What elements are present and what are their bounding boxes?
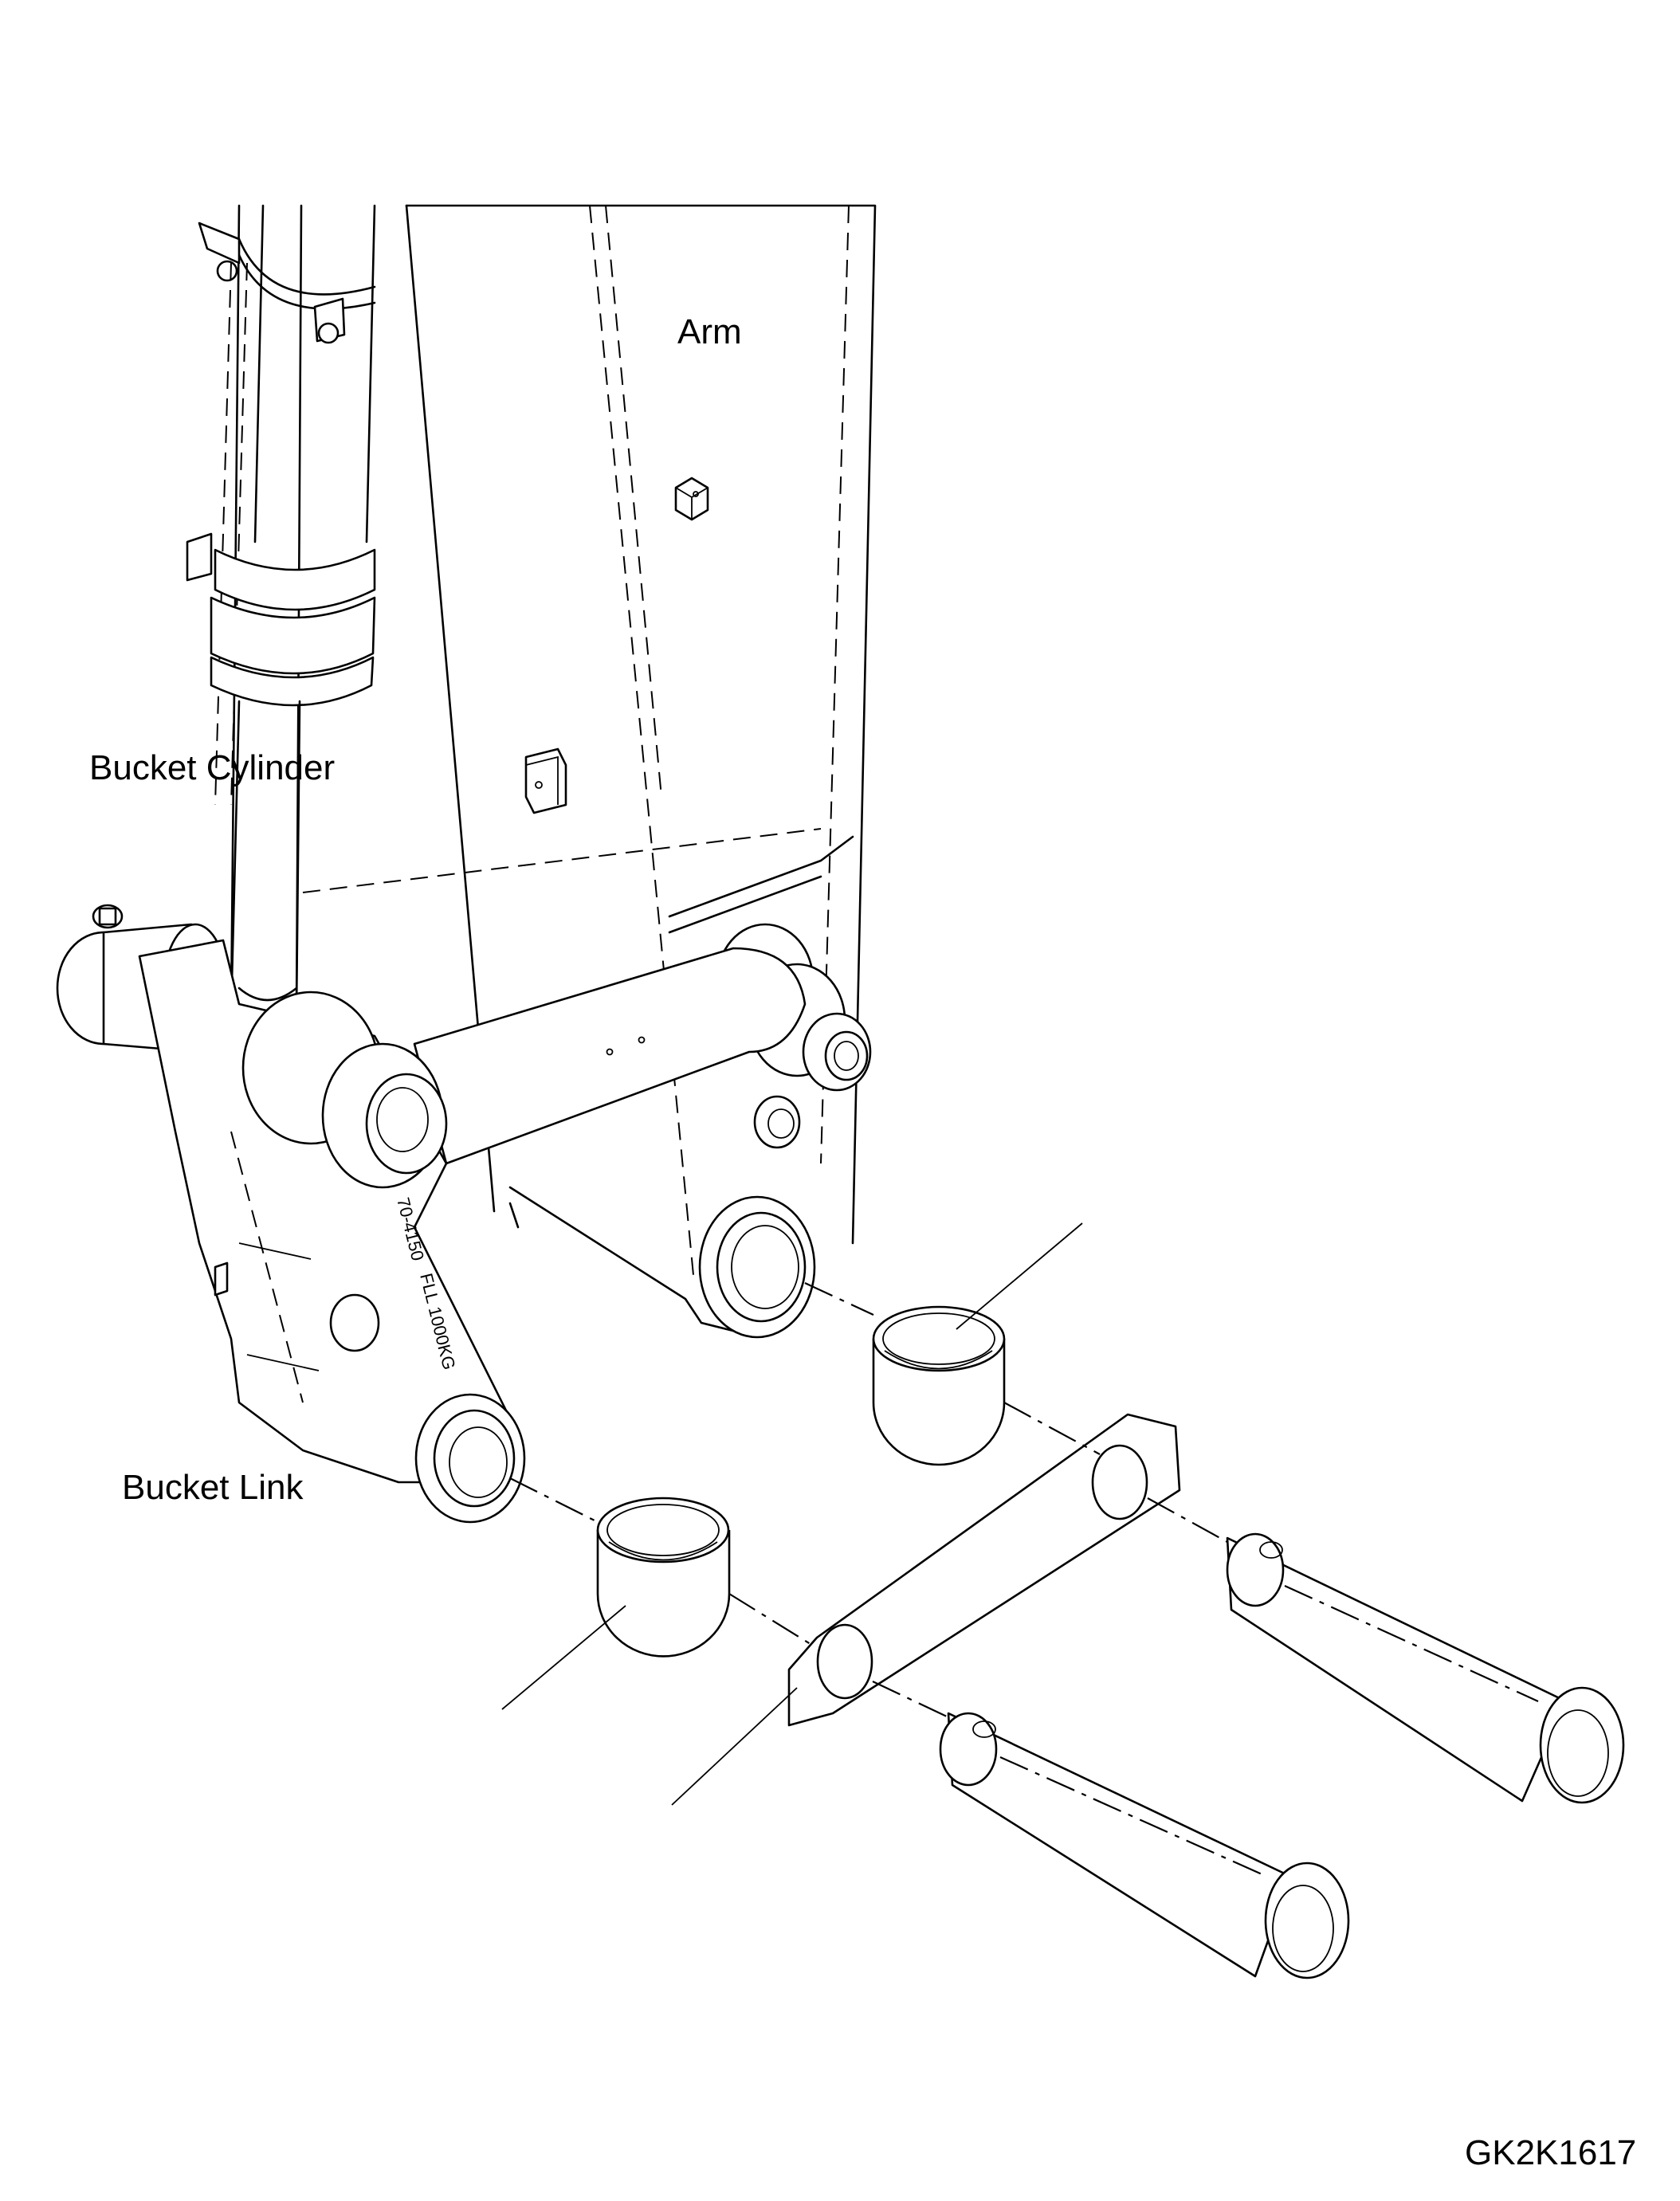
bucket-link-assembly <box>56 904 807 1524</box>
callout-leaders <box>501 1222 1083 1806</box>
arm-boss-upper <box>674 477 709 521</box>
bushing-lower <box>596 1497 731 1658</box>
arm-small-boss <box>753 1095 801 1149</box>
pin-upper <box>1226 1532 1625 1804</box>
assembly-centerlines <box>509 1282 1539 1878</box>
bushing-upper <box>872 1305 1006 1466</box>
drawing-code: GK2K1617 <box>1465 2133 1637 2172</box>
arm-lower-pin-boss <box>698 1195 816 1339</box>
bucket-cylinder <box>186 204 376 1014</box>
arm-boss-lower <box>524 747 567 814</box>
bucket-cylinder-label: Bucket Cylinder <box>89 748 336 787</box>
bucket-link-label: Bucket Link <box>122 1468 304 1507</box>
pin-lower <box>939 1712 1350 1979</box>
link-plate <box>787 1413 1181 1727</box>
arm-label: Arm <box>677 312 742 351</box>
